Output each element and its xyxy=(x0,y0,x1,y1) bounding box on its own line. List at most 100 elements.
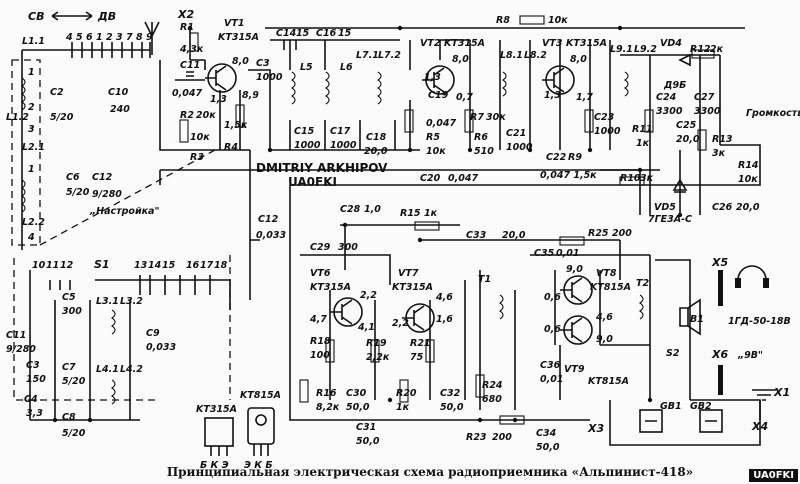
c7-label: C7 xyxy=(62,362,76,373)
x6-label: X6 xyxy=(711,348,728,361)
b1-label: B1 xyxy=(690,314,704,325)
c9-label: C9 xyxy=(146,328,160,339)
r11-label: R11 xyxy=(632,124,653,135)
l82-label: L8.2 xyxy=(524,50,547,61)
x1-label: X1 xyxy=(773,386,790,399)
c26-label: C26 xyxy=(712,202,733,213)
c12b-value: 0,033 xyxy=(256,230,286,241)
sw-pin-lower: 14 xyxy=(148,260,162,271)
c36-label: C36 xyxy=(540,360,561,371)
vt6-v3: 4,1 xyxy=(357,322,375,333)
c34-value: 50,0 xyxy=(536,442,560,453)
coils xyxy=(21,71,644,405)
c6-value: 5/20 xyxy=(66,187,90,198)
vt6-v1: 4,7 xyxy=(309,314,327,325)
r21-label: R21 xyxy=(410,338,431,349)
t2-label: T2 xyxy=(636,278,649,289)
c23-value: 1000 xyxy=(594,126,621,137)
labels: СВ ДВ X2 4 5 6 1 2 3 7 8 9 L1.1 L2.1 L2.… xyxy=(6,8,800,471)
speaker-type: 1ГД-50-18В xyxy=(728,316,791,327)
r8-label: R8 xyxy=(496,15,510,26)
c17-value: 1000 xyxy=(330,140,357,151)
c10-label: C10 xyxy=(108,87,129,98)
vt1-label: VT1 xyxy=(224,18,244,29)
c12b-label: C12 xyxy=(258,214,279,225)
x2-label: X2 xyxy=(177,8,194,21)
c12-label: C12 xyxy=(92,172,113,183)
coil-pin: 3 xyxy=(28,124,35,135)
sw-pin: 1 xyxy=(96,32,103,43)
c14-value: 15 xyxy=(296,28,310,39)
band-arrow xyxy=(51,11,93,21)
tuning-note: „Настройка" xyxy=(89,206,159,217)
r12-value: 2к xyxy=(710,44,724,55)
l21-label: L2.1 xyxy=(22,142,45,153)
c18-value: 20,0 xyxy=(364,146,388,157)
r21-value: 75 xyxy=(410,352,424,363)
c34-label: C34 xyxy=(536,428,557,439)
c14-label: C14 xyxy=(276,28,297,39)
transistor-vt3 xyxy=(542,65,575,95)
c2-label: C2 xyxy=(50,87,64,98)
band-dv-label: ДВ xyxy=(97,10,116,23)
c15-label: C15 xyxy=(294,126,315,137)
vt9-type: KT815A xyxy=(588,376,629,387)
c16-label: C16 xyxy=(316,28,337,39)
c3-label: C3 xyxy=(256,58,270,69)
transistor-vt6 xyxy=(330,297,363,327)
c4-value: 3,3 xyxy=(26,408,43,419)
t1-label: T1 xyxy=(478,274,491,285)
vt2-v1: 8,0 xyxy=(452,54,469,65)
c6-label: C6 xyxy=(66,172,80,183)
c25-label: C25 xyxy=(676,120,697,131)
x6-note: „9В" xyxy=(737,350,763,361)
l22-label: L2.2 xyxy=(22,217,45,228)
vt7-label: VT7 xyxy=(398,268,419,279)
x5-label: X5 xyxy=(711,256,728,269)
l11-label: L1.1 xyxy=(22,36,45,47)
l72-label: L7.2 xyxy=(378,50,401,61)
vt6-type: KT315A xyxy=(310,282,351,293)
c2-value: 5/20 xyxy=(50,112,74,123)
r15-label: R15 xyxy=(400,208,421,219)
c7-value: 5/20 xyxy=(62,376,86,387)
c18-label: C18 xyxy=(366,132,387,143)
c11b-label: C11 xyxy=(6,330,26,341)
transistor-vt8 xyxy=(560,275,593,305)
r4-label: R4 xyxy=(224,142,238,153)
r25-value: 200 xyxy=(612,228,632,239)
l41-label: L4.1 xyxy=(96,364,119,375)
r6-value: 510 xyxy=(474,146,494,157)
r15-value: 1к xyxy=(424,208,438,219)
r25-label: R25 xyxy=(588,228,609,239)
vt1-v2: 8,9 xyxy=(242,90,259,101)
r16-label: R16 xyxy=(316,388,337,399)
vt9-label: VT9 xyxy=(564,364,585,375)
r4-value: 1,5к xyxy=(224,120,248,131)
c25-value: 20,0 xyxy=(676,134,700,145)
c4-label: C4 xyxy=(24,394,38,405)
sw-pin-lower: 15 xyxy=(162,260,176,271)
vd5-type: 7ГЕ3А-С xyxy=(648,214,692,225)
sw-pin-lower: 11 xyxy=(46,260,59,271)
c5-label: C5 xyxy=(62,292,76,303)
vt3-label: VT3 xyxy=(542,38,563,49)
pinout-drawings xyxy=(204,407,275,456)
r9-label: R9 xyxy=(568,152,582,163)
l71-label: L7.1 xyxy=(356,50,379,61)
vt3-type: KT315A xyxy=(566,38,607,49)
c12-value: 9/280 xyxy=(92,189,122,200)
junctions xyxy=(52,25,683,423)
c20-value: 0,047 xyxy=(448,173,478,184)
c33-label: C33 xyxy=(466,230,487,241)
c11-value: 0,047 xyxy=(172,88,202,99)
c30-value: 50,0 xyxy=(346,402,370,413)
transistor-vt1 xyxy=(205,63,237,93)
vt2-v3: 1,3 xyxy=(424,72,441,83)
sw-pin-lower: 16 xyxy=(186,260,200,271)
vt8-type: KT815A xyxy=(590,282,631,293)
r23-value: 200 xyxy=(492,432,512,443)
transistor-vt9 xyxy=(560,315,593,345)
r8-value: 10к xyxy=(548,15,568,26)
